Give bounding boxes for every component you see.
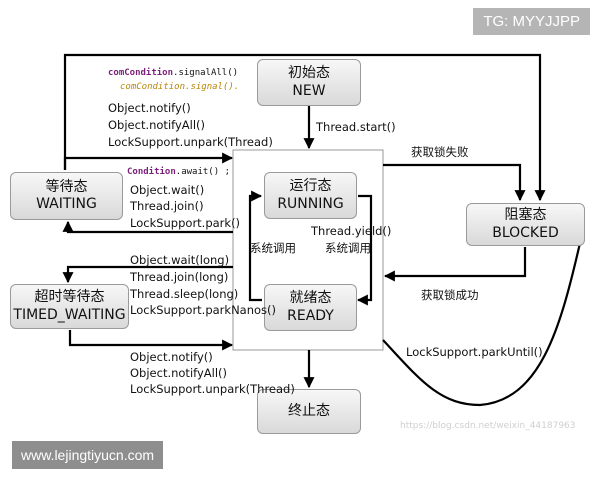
label-lock-success: 获取锁成功: [421, 288, 479, 302]
label-notify-all-bottom: Object.notifyAll(): [130, 366, 228, 380]
label-park: LockSupport.park(): [130, 216, 241, 230]
watermark-site: www.lejingtiyucn.com: [12, 441, 164, 469]
label-signal-text: comCondition.signal().: [120, 82, 240, 92]
label-park-until: LockSupport.parkUntil(): [406, 345, 543, 359]
state-running: 运行态 RUNNING: [264, 172, 357, 219]
state-ready: 就绪态 READY: [264, 284, 357, 331]
state-new-en: NEW: [292, 82, 326, 99]
arrow-park-until-curve: [382, 242, 582, 407]
label-condition-await-call: .await(): [175, 167, 220, 177]
watermark-blog: https://blog.csdn.net/weixin_44187963: [400, 421, 576, 431]
arrow-running-to-ready: [356, 194, 373, 306]
label-notify-bottom: Object.notify(): [130, 350, 213, 364]
label-signal-all-obj: comCondition: [108, 68, 174, 78]
arrow-top-loop-to-blocked: [63, 53, 546, 202]
state-terminated: 终止态: [257, 389, 361, 434]
label-syscall-left: 系统调用: [250, 241, 296, 255]
state-new: 初始态 NEW: [257, 59, 361, 106]
state-ready-cn: 就绪态: [289, 290, 332, 306]
label-signal-all-call: .signalAll(): [173, 68, 239, 78]
label-unpark-top: LockSupport.unpark(Thread): [108, 135, 273, 149]
label-notify-all-top: Object.notifyAll(): [108, 118, 206, 132]
label-wait-long: Object.wait(long): [130, 253, 230, 267]
state-running-cn: 运行态: [289, 178, 332, 194]
state-blocked-en: BLOCKED: [492, 224, 559, 241]
state-waiting-en: WAITING: [36, 196, 97, 212]
state-blocked-cn: 阻塞态: [504, 207, 547, 223]
label-sleep-long: Thread.sleep(long): [130, 287, 239, 301]
label-join-long: Thread.join(long): [130, 270, 229, 284]
arrow-timed-to-runnable: [68, 330, 234, 351]
label-wait: Object.wait(): [130, 183, 205, 197]
label-signal: comCondition.signal().: [120, 82, 239, 92]
watermark-tag: TG: MYYJJPP: [473, 8, 590, 35]
label-condition-await: Condition.await() ;: [127, 167, 230, 177]
state-timed-waiting-en: TIMED_WAITING: [13, 306, 126, 323]
label-condition-await-tail: ;: [224, 167, 230, 177]
arrow-runnable-to-waiting: [62, 220, 233, 234]
label-unpark-bottom: LockSupport.unpark(Thread): [130, 382, 295, 396]
label-thread-start: Thread.start(): [316, 120, 396, 134]
arrow-runnable-to-blocked: [383, 163, 526, 202]
label-condition-await-obj: Condition: [127, 167, 176, 177]
state-timed-waiting-cn: 超时等待态: [34, 289, 105, 305]
arrow-ready-to-running: [248, 190, 263, 302]
state-waiting-cn: 等待态: [45, 178, 88, 195]
state-terminated-cn: 终止态: [288, 402, 330, 419]
state-new-cn: 初始态: [288, 65, 330, 81]
label-syscall-right: 系统调用: [325, 241, 371, 255]
state-timed-waiting: 超时等待态 TIMED_WAITING: [10, 284, 129, 329]
arrow-waiting-to-runnable: [63, 152, 234, 170]
state-blocked: 阻塞态 BLOCKED: [466, 203, 585, 246]
state-waiting: 等待态 WAITING: [10, 172, 123, 220]
arrow-blocked-to-runnable: [383, 247, 527, 282]
label-join: Thread.join(): [130, 199, 204, 213]
label-lock-fail: 获取锁失败: [411, 145, 469, 159]
state-running-en: RUNNING: [277, 195, 344, 212]
arrow-runnable-to-timed: [62, 265, 233, 284]
state-ready-en: READY: [287, 307, 334, 324]
label-notify-top: Object.notify(): [108, 101, 191, 115]
label-yield: Thread.yield(): [311, 224, 392, 238]
label-signal-all: comCondition.signalAll(): [108, 68, 238, 78]
label-park-nanos: LockSupport.parkNanos(): [130, 303, 277, 317]
